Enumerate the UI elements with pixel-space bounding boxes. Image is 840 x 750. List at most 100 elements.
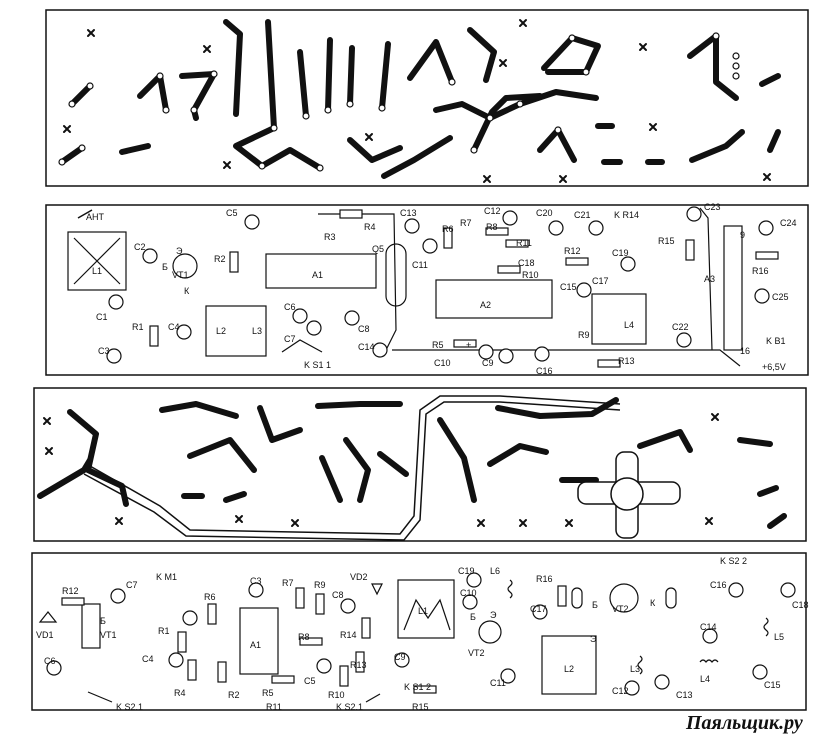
panel-4-label-15: C8 [332, 590, 344, 600]
panel-4-label-0: R12 [62, 586, 79, 596]
panel-4-label-30: R14 [340, 630, 357, 640]
panel-2-label-40: C17 [592, 276, 609, 286]
panel-2-label-57: K B1 [766, 336, 786, 346]
panel-2-label-4: Э [176, 246, 183, 256]
panel-2-label-13: R3 [324, 232, 336, 242]
panel-2-label-42: A2 [480, 300, 492, 310]
panel-4-label-37: R5 [262, 688, 274, 698]
panel-4-resistors [61, 585, 567, 694]
panel-4-label-50: K S2.1 [116, 702, 144, 712]
panel-4-label-54: R15 [412, 702, 429, 712]
panel-2-label-38: R15 [658, 236, 675, 246]
panel-4-label-20: VT2 [468, 648, 485, 658]
panel-4-label-8: L6 [490, 566, 501, 576]
panel-2-label-28: R8 [486, 222, 498, 232]
panel-2-label-24: C11 [412, 260, 428, 270]
panel-2-label-22: K S1 1 [304, 360, 332, 370]
panel-2-label-41: C15 [560, 282, 577, 292]
panel-2-label-5: VT1 [172, 270, 189, 280]
panel-3-transistor-pad [577, 451, 681, 539]
panel-4-label-45: L3 [630, 664, 641, 674]
panel-2-label-21: L3 [252, 326, 263, 336]
panel-4-label-13: VT1 [100, 630, 117, 640]
panel-2-label-45: R5 [432, 340, 444, 350]
panel-4-label-32: L5 [774, 632, 785, 642]
panel-4-label-12: Б [100, 616, 106, 626]
panel-4-label-36: R2 [228, 690, 240, 700]
panel-4-label-35: R4 [174, 688, 186, 698]
panel-4-label-41: K S1 2 [404, 682, 432, 692]
panel-2-label-35: K R14 [614, 210, 640, 220]
panel-4-label-21: C17 [530, 604, 547, 614]
panel-4-label-23: VT2 [612, 604, 629, 614]
panel-2-label-48: C10 [434, 358, 451, 368]
panel-4-label-16: L1 [418, 606, 429, 616]
panel-4-label-9: R16 [536, 574, 553, 584]
panel-2-label-53: 9 [740, 230, 746, 240]
panel-1-frame [45, 9, 809, 187]
panel-3-unused-holes [43, 413, 719, 527]
panel-4-label-38: C5 [304, 676, 316, 686]
panel-2-label-50: C16 [536, 366, 553, 376]
panel-4-label-7: C19 [458, 566, 475, 576]
panel-4-label-24: К [650, 598, 656, 608]
panel-2-label-44: L4 [624, 320, 635, 330]
panel-2-label-51: R13 [618, 356, 635, 366]
panel-2-label-20: L2 [216, 326, 227, 336]
panel-4-label-44: L2 [564, 664, 575, 674]
panel-2-label-27: C12 [484, 206, 501, 216]
panel-3-traces [37, 397, 787, 529]
panel-4-label-28: A1 [250, 640, 262, 650]
panel-2-label-33: R12 [564, 246, 581, 256]
panel-4-label-34: C4 [142, 654, 154, 664]
panel-4-frame [31, 552, 807, 711]
panel-4-label-3: C3 [250, 576, 262, 586]
watermark: Паяльщик.ру [686, 712, 803, 734]
panel-2-label-29: R11 [516, 238, 532, 248]
panel-2-label-30: C20 [536, 208, 553, 218]
panel-2-label-16: Q5 [372, 244, 385, 254]
panel-4-capacitors [46, 572, 796, 696]
panel-2-label-7: C1 [96, 312, 108, 322]
panel-4-label-5: R9 [314, 580, 326, 590]
panel-2-label-11: C5 [226, 208, 238, 218]
panel-4-label-27: R1 [158, 626, 170, 636]
panel-4-label-31: C14 [700, 622, 717, 632]
panel-4-label-4: R7 [282, 578, 294, 588]
panel-3-frame [33, 387, 807, 542]
panel-2-label-1: L1 [92, 266, 103, 276]
panel-4-label-46: L4 [700, 674, 711, 684]
panel-4-label-52: R10 [328, 690, 345, 700]
panel-4-label-1: C7 [126, 580, 138, 590]
panel-2-label-58: C22 [672, 322, 689, 332]
panel-2-label-15: A1 [312, 270, 324, 280]
panel-2-label-17: C6 [284, 302, 296, 312]
panel-2-label-52: A3 [704, 274, 716, 284]
panel-3-ground-loop [83, 395, 621, 541]
panel-2-label-49: C9 [482, 358, 494, 368]
panel-4-label-42: C11 [490, 678, 506, 688]
panel-2-label-39: C19 [612, 248, 629, 258]
panel-4-label-2: K M1 [156, 572, 178, 582]
panel-2-label-32: R10 [522, 270, 539, 280]
panel-2-label-55: R16 [752, 266, 769, 276]
panel-2-resistors [149, 209, 779, 368]
panel-1-unused-holes [63, 19, 771, 183]
panel-4-components [38, 579, 677, 703]
panel-2-label-25: R6 [442, 224, 454, 234]
panel-2-label-8: R1 [132, 322, 144, 332]
panel-4-label-43: Э [590, 634, 597, 644]
panel-2-label-43: R9 [578, 330, 590, 340]
panel-2-label-6: К [184, 286, 190, 296]
panel-2-label-19: C8 [358, 324, 370, 334]
panel-4-label-10: K S2 2 [720, 556, 748, 566]
panel-4-label-33: C6 [44, 656, 56, 666]
panel-2-label-3: Б [162, 262, 168, 272]
panel-4-inductors [507, 579, 769, 675]
panel-2-label-26: R7 [460, 218, 472, 228]
panel-2-label-54: 16 [740, 346, 751, 356]
panel-4-label-22: Б [592, 600, 598, 610]
